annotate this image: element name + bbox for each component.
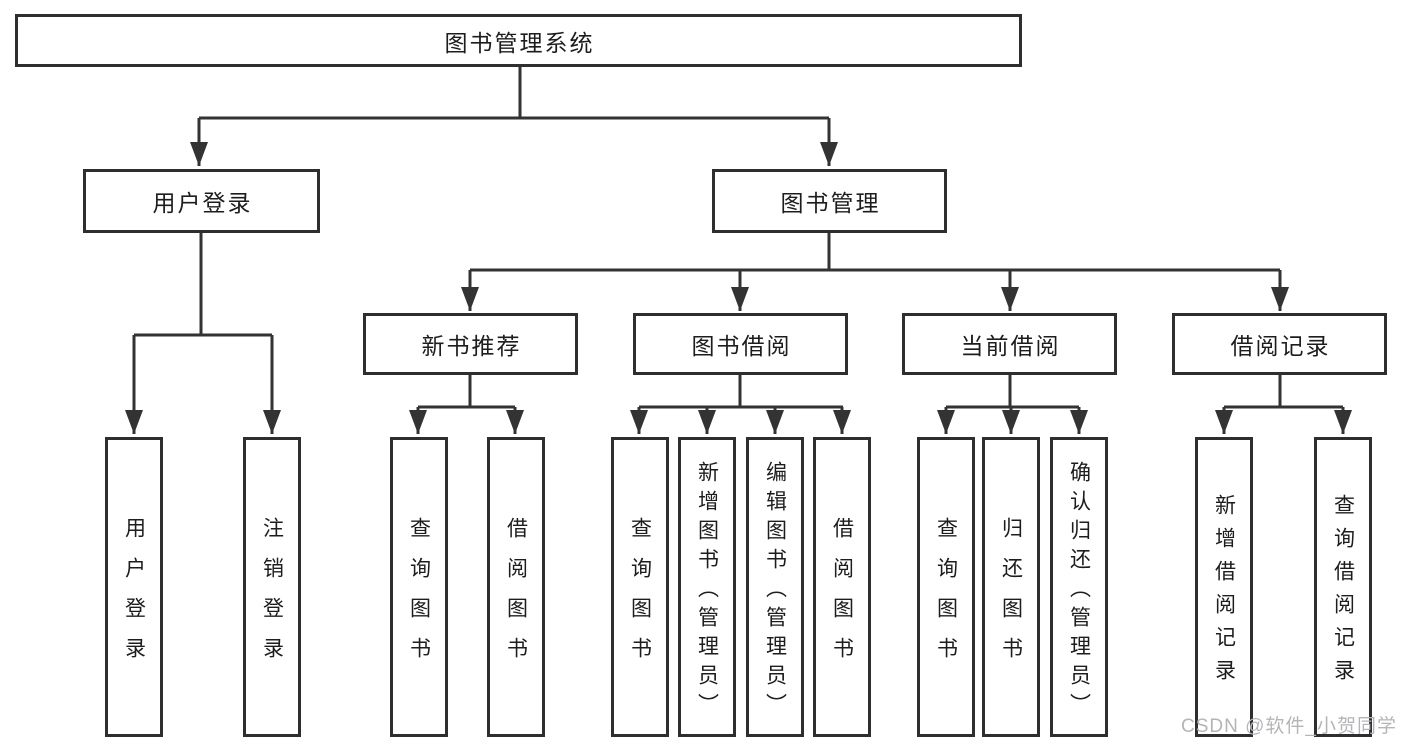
node-add-borrow-record: 新增借阅记录 (1195, 437, 1253, 737)
connector-arrows (125, 118, 1352, 434)
node-label: 注销登录 (260, 516, 284, 677)
node-label: 编辑图书（管理员） (763, 460, 787, 722)
node-label: 查询图书 (628, 516, 652, 677)
node-query-books-current: 查询图书 (917, 437, 975, 737)
node-return-books: 归还图书 (982, 437, 1040, 737)
node-label: 查询图书 (934, 516, 958, 677)
node-book-management: 图书管理 (712, 169, 947, 233)
node-current-borrowing: 当前借阅 (902, 313, 1117, 375)
node-borrow-books-borrowing: 借阅图书 (813, 437, 871, 737)
node-query-borrow-record: 查询借阅记录 (1314, 437, 1372, 737)
node-label: 用户登录 (152, 190, 253, 216)
node-confirm-return-admin: 确认归还（管理员） (1050, 437, 1108, 737)
node-book-borrowing: 图书借阅 (633, 313, 848, 375)
node-query-books-recommend: 查询图书 (390, 437, 448, 737)
node-label: 用户登录 (122, 516, 146, 677)
node-label: 借阅记录 (1230, 333, 1331, 359)
node-logout-action: 注销登录 (243, 437, 301, 737)
node-add-books-admin: 新增图书（管理员） (678, 437, 736, 737)
node-borrow-books-recommend: 借阅图书 (487, 437, 545, 737)
node-new-book-recommendation: 新书推荐 (363, 313, 578, 375)
node-label: 图书管理系统 (444, 29, 595, 56)
node-label: 图书借阅 (691, 333, 792, 359)
node-borrowing-records: 借阅记录 (1172, 313, 1387, 375)
node-label: 图书管理 (780, 190, 881, 216)
node-label: 新增借阅记录 (1212, 494, 1236, 692)
node-query-books-borrowing: 查询图书 (611, 437, 669, 737)
node-edit-books-admin: 编辑图书（管理员） (746, 437, 804, 737)
node-label: 借阅图书 (504, 516, 528, 677)
node-label: 归还图书 (999, 516, 1023, 677)
node-label: 确认归还（管理员） (1067, 460, 1091, 722)
node-label: 查询借阅记录 (1331, 494, 1355, 692)
node-label: 查询图书 (407, 516, 431, 677)
node-user-login: 用户登录 (83, 169, 320, 233)
watermark: CSDN @软件_小贺同学 (1181, 716, 1397, 737)
node-user-login-action: 用户登录 (105, 437, 163, 737)
node-label: 新增图书（管理员） (695, 460, 719, 722)
node-label: 新书推荐 (421, 333, 522, 359)
node-library-management-system: 图书管理系统 (15, 14, 1022, 67)
node-label: 借阅图书 (830, 516, 854, 677)
node-label: 当前借阅 (960, 333, 1061, 359)
